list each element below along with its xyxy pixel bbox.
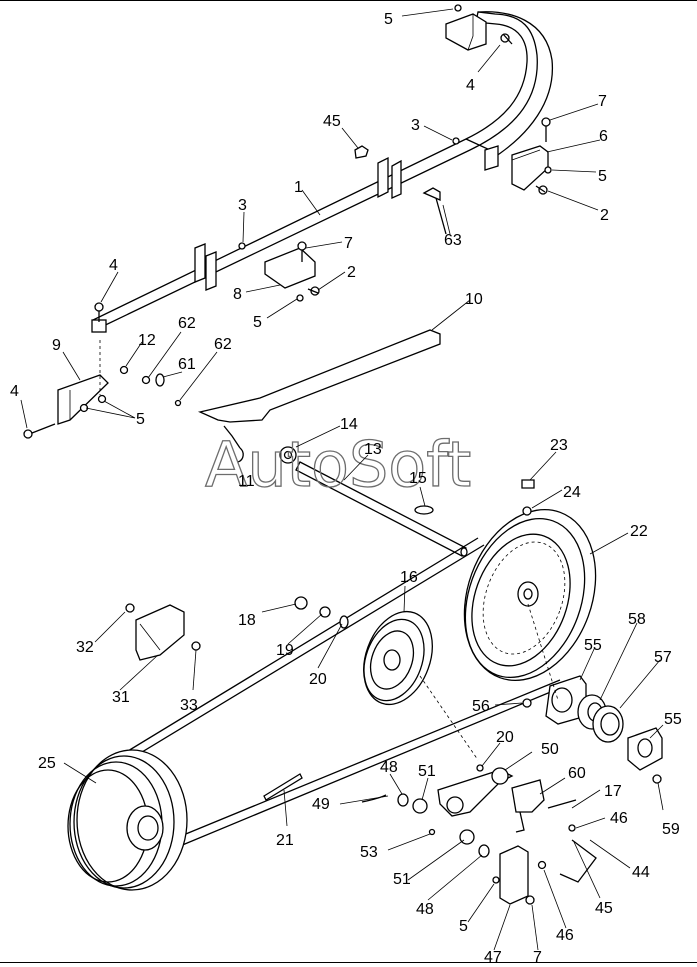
callout-6: 6: [599, 128, 608, 145]
callout-2: 2: [347, 264, 356, 281]
callout-22: 22: [630, 523, 648, 540]
callout-4: 4: [10, 383, 19, 400]
idler-pulley: [294, 596, 433, 706]
callout-46: 46: [556, 927, 574, 944]
leader-lines: [20, 8, 664, 951]
drive-pulley: [67, 749, 188, 891]
assembly-lines: [99, 340, 559, 761]
support-bracket: [125, 603, 201, 661]
callout-labels: 5 4 45 3 7 6 5 2 1 3 63 7 4 2 8 5 10 12 …: [10, 11, 682, 966]
callout-46: 46: [610, 810, 628, 827]
callout-25: 25: [38, 755, 56, 772]
callout-50: 50: [541, 741, 559, 758]
callout-53: 53: [360, 844, 378, 861]
callout-14: 14: [340, 416, 358, 433]
callout-15: 15: [409, 470, 427, 487]
callout-4: 4: [109, 257, 118, 274]
callout-1: 1: [294, 179, 303, 196]
fasteners: [23, 4, 552, 439]
tension-arm: [197, 329, 441, 463]
callout-4: 4: [466, 77, 475, 94]
callout-57: 57: [654, 649, 672, 666]
callout-18: 18: [238, 612, 256, 629]
callout-61: 61: [178, 356, 196, 373]
large-pulley: [463, 479, 597, 682]
callout-45: 45: [595, 900, 613, 917]
callout-17: 17: [604, 783, 622, 800]
watermark-text: AutoSoft: [205, 428, 471, 501]
callout-51: 51: [418, 763, 436, 780]
callout-60: 60: [568, 765, 586, 782]
callout-55: 55: [584, 637, 602, 654]
callout-49: 49: [312, 796, 330, 813]
drive-belt: [99, 537, 566, 847]
callout-2: 2: [600, 207, 609, 224]
callout-13: 13: [364, 441, 382, 458]
callout-31: 31: [112, 689, 130, 706]
callout-5: 5: [136, 411, 145, 428]
callout-11: 11: [238, 473, 255, 490]
callout-3: 3: [411, 117, 420, 134]
callout-20: 20: [309, 671, 327, 688]
callout-8: 8: [233, 286, 242, 303]
callout-59: 59: [662, 821, 680, 838]
callout-10: 10: [465, 291, 483, 308]
callout-5: 5: [598, 168, 607, 185]
callout-47: 47: [484, 949, 502, 966]
callout-56: 56: [472, 698, 490, 715]
callout-48: 48: [380, 759, 398, 776]
callout-7: 7: [598, 93, 607, 110]
callout-20: 20: [496, 729, 514, 746]
guard-rail: [57, 11, 554, 425]
callout-5: 5: [384, 11, 393, 28]
callout-62: 62: [214, 336, 232, 353]
callout-16: 16: [400, 569, 418, 586]
shaft: [279, 446, 468, 557]
callout-55: 55: [664, 711, 682, 728]
callout-7: 7: [533, 949, 542, 966]
callout-12: 12: [138, 332, 156, 349]
callout-51: 51: [393, 871, 411, 888]
callout-5: 5: [253, 314, 262, 331]
callout-24: 24: [563, 484, 581, 501]
callout-7: 7: [344, 235, 353, 252]
callout-44: 44: [632, 864, 650, 881]
callout-9: 9: [52, 337, 61, 354]
callout-3: 3: [238, 197, 247, 214]
callout-48: 48: [416, 901, 434, 918]
callout-5: 5: [459, 918, 468, 935]
bottom-border: [0, 962, 697, 963]
top-border: [0, 0, 697, 1]
callout-19: 19: [276, 642, 294, 659]
callout-58: 58: [628, 611, 646, 628]
bearing-assembly: [522, 675, 663, 784]
callout-45: 45: [323, 113, 341, 130]
callout-33: 33: [180, 697, 198, 714]
callout-32: 32: [76, 639, 94, 656]
callout-63: 63: [444, 232, 462, 249]
callout-21: 21: [276, 832, 294, 849]
callout-23: 23: [550, 437, 568, 454]
callout-62: 62: [178, 315, 196, 332]
